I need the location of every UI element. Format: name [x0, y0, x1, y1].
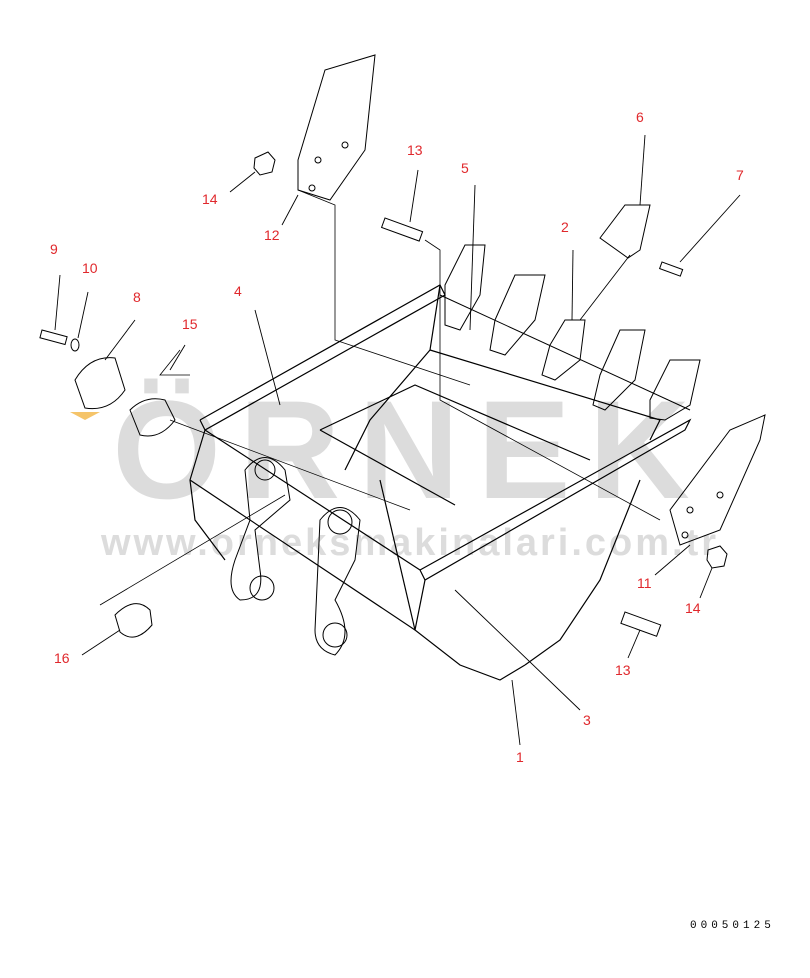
drawing-code: 00050125: [690, 920, 775, 932]
callout-14-top: 14: [202, 191, 218, 207]
callout-16: 16: [54, 650, 70, 666]
shim-15: [129, 398, 176, 437]
nut-14-right: [706, 545, 728, 569]
bushing-16: [114, 603, 153, 638]
callout-5: 5: [461, 160, 469, 176]
washer-10: [70, 338, 80, 352]
callout-4: 4: [234, 283, 242, 299]
nut-14-top: [253, 151, 276, 176]
bucket-body: [189, 284, 692, 681]
pin: [658, 261, 684, 277]
callout-6: 6: [636, 109, 644, 125]
callout-10: 10: [82, 260, 98, 276]
bolt-13-right: [620, 611, 662, 637]
bolt-9: [39, 329, 68, 346]
callout-3: 3: [583, 712, 591, 728]
callout-11: 11: [637, 575, 652, 591]
assembly-lines: [99, 189, 661, 606]
bolt-13-top: [380, 217, 424, 242]
watermark-accent: [70, 412, 100, 420]
side-cutter-right: [669, 414, 766, 546]
callout-2: 2: [561, 219, 569, 235]
callout-14-right: 14: [685, 600, 701, 616]
callout-7: 7: [736, 167, 744, 183]
ring-8: [74, 357, 126, 410]
teeth: [439, 244, 701, 421]
callout-leaders: [54, 134, 741, 746]
callout-12: 12: [264, 227, 280, 243]
callout-9: 9: [50, 241, 58, 257]
tooth-part: [599, 204, 651, 259]
side-cutter-left: [297, 54, 376, 201]
boss-brackets: [230, 457, 361, 656]
callout-8: 8: [133, 289, 141, 305]
callout-13-bottom: 13: [615, 662, 631, 678]
callout-15: 15: [182, 316, 198, 332]
callout-13-top: 13: [407, 142, 423, 158]
callout-1: 1: [516, 749, 524, 765]
